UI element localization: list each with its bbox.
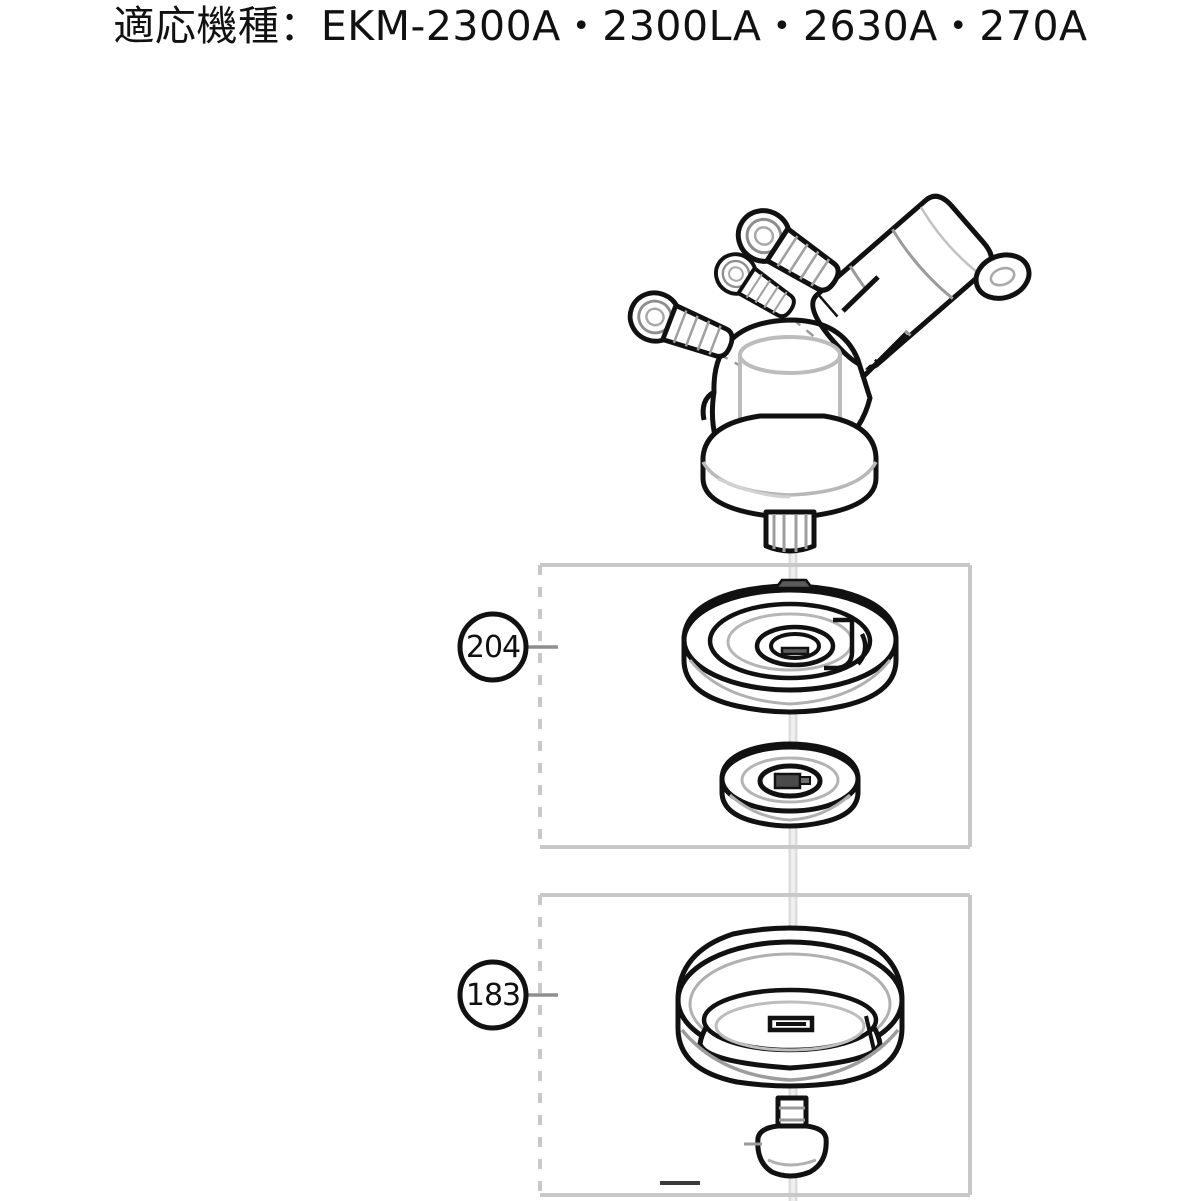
backing-pad [681, 578, 899, 715]
clamp-washer [719, 741, 861, 829]
page-title: 適応機種：EKM-2300A・2300LA・2630A・270A [113, 2, 1088, 50]
flange-skirt [700, 413, 879, 521]
dish-pad [675, 925, 905, 1089]
group-box-204 [538, 563, 972, 849]
group-box-183 [538, 893, 972, 1197]
hex-bolt-lower [623, 286, 739, 369]
retaining-bolt [660, 1095, 829, 1185]
callout-183[interactable] [457, 959, 558, 1031]
threaded-spindle [763, 509, 817, 554]
callout-204[interactable] [457, 611, 558, 683]
